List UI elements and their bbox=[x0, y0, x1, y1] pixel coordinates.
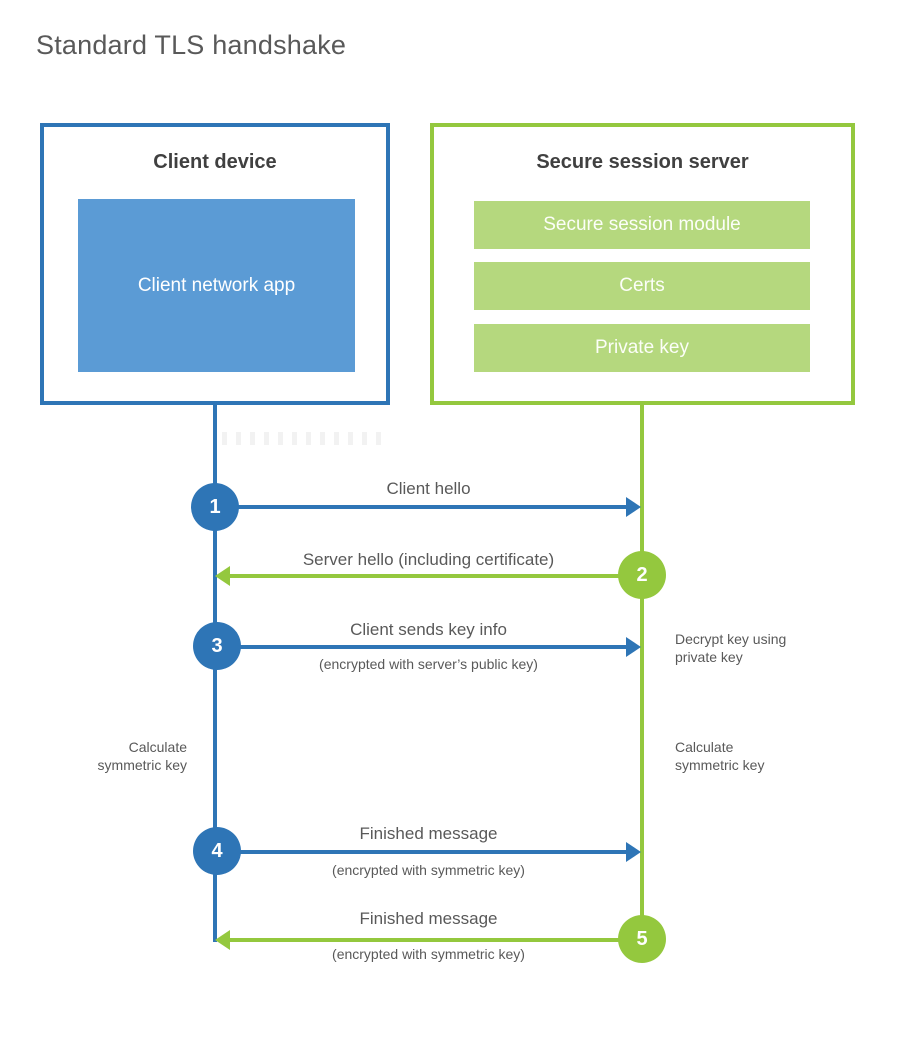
arrow-line-3 bbox=[217, 645, 627, 649]
page-title: Standard TLS handshake bbox=[36, 30, 347, 60]
arrow-head-left-icon bbox=[215, 566, 230, 586]
client-network-app-block: Client network app bbox=[78, 199, 355, 372]
arrow-head-right-icon bbox=[626, 637, 641, 657]
client-device-box: Client device Client network app bbox=[40, 123, 390, 405]
step-circle-1: 1 bbox=[191, 483, 239, 531]
message-label-5: Finished message bbox=[359, 909, 498, 928]
message-label-3: Client sends key info bbox=[350, 620, 507, 639]
arrow-head-right-icon bbox=[626, 842, 641, 862]
server-module-bar: Certs bbox=[474, 262, 810, 310]
note-calculate-symmetric-key-server: Calculate symmetric key bbox=[675, 739, 765, 773]
message-subline-5: (encrypted with symmetric key) bbox=[332, 946, 525, 962]
arrow-line-1 bbox=[215, 505, 627, 509]
message-subline-4: (encrypted with symmetric key) bbox=[332, 862, 525, 878]
faint-dashed-artifact bbox=[222, 432, 390, 445]
message-subline-3: (encrypted with server’s public key) bbox=[319, 656, 538, 672]
secure-session-server-title: Secure session server bbox=[536, 151, 749, 173]
arrow-line-4 bbox=[217, 850, 627, 854]
step-circle-2: 2 bbox=[618, 551, 666, 599]
client-network-app-label: Client network app bbox=[137, 274, 296, 296]
message-label-1: Client hello bbox=[386, 479, 471, 498]
note-decrypt-key: Decrypt key using private key bbox=[675, 631, 787, 665]
message-label-4: Finished message bbox=[359, 824, 498, 843]
server-module-bar: Secure session module bbox=[474, 201, 810, 249]
server-module-bar: Private key bbox=[474, 324, 810, 372]
arrow-line-5 bbox=[230, 938, 642, 942]
message-label-2: Server hello (including certificate) bbox=[302, 550, 555, 569]
secure-session-server-box: Secure session server Secure session mod… bbox=[430, 123, 855, 405]
arrow-head-right-icon bbox=[626, 497, 641, 517]
arrow-head-left-icon bbox=[215, 930, 230, 950]
step-circle-3: 3 bbox=[193, 622, 241, 670]
step-circle-4: 4 bbox=[193, 827, 241, 875]
arrow-line-2 bbox=[230, 574, 642, 578]
server-lifeline bbox=[640, 401, 644, 942]
client-device-title: Client device bbox=[153, 151, 277, 173]
step-circle-5: 5 bbox=[618, 915, 666, 963]
client-lifeline bbox=[213, 401, 217, 942]
note-calculate-symmetric-key-client: Calculate symmetric key bbox=[97, 739, 187, 773]
